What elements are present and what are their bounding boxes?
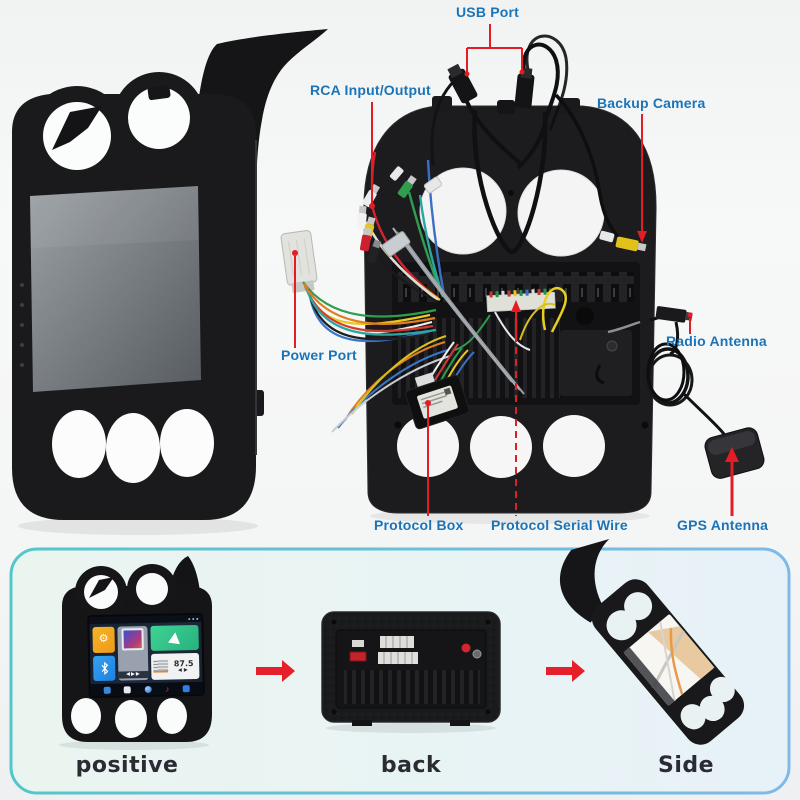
front-fascia-unit [12, 29, 328, 535]
protocol-box [405, 341, 475, 430]
knob-hole-1 [52, 410, 106, 478]
protocol-serial-wire-label: Protocol Serial Wire [491, 517, 628, 533]
mini-dock: ♪ [90, 681, 203, 697]
view-label-back: back [380, 753, 442, 778]
bluetooth-icon [101, 661, 108, 675]
radio-antenna-callout-line [687, 312, 693, 334]
radio-icon [153, 659, 169, 674]
album-art [121, 628, 144, 651]
side-screen-map [623, 614, 715, 707]
serial-wire-pcb [486, 288, 556, 313]
knob-hole-2 [106, 413, 160, 483]
rca-input-output-label: RCA Input/Output [310, 82, 431, 98]
usb-plug-right [514, 67, 535, 109]
rear-frame-unit [363, 96, 657, 524]
blank-screen [30, 186, 201, 392]
protocol-serial-wire-callout-line [511, 300, 521, 516]
arrow-right-icon [256, 660, 295, 682]
arrow-right-icon [546, 660, 585, 682]
power-port-callout-line [292, 250, 298, 348]
radio-tune-controls: ◀▶ [177, 666, 190, 674]
gps-antenna-callout-line [725, 447, 739, 516]
view-back-unit [321, 611, 501, 733]
gear-icon: ⚙ [98, 633, 109, 646]
radio-widget: 87.5 ◀▶ [150, 652, 200, 680]
frame-knob-hole-2 [470, 416, 532, 478]
frame-knob-hole-3 [543, 415, 605, 477]
usb-port-rear [352, 640, 364, 647]
folder-icon [124, 685, 132, 693]
gauge-hole-right [128, 87, 190, 149]
settings-tile: ⚙ [92, 626, 115, 653]
radio-antenna-cable [607, 306, 726, 435]
radio-antenna-label: Radio Antenna [666, 333, 767, 349]
files-icon [103, 686, 111, 694]
backup-camera-label: Backup Camera [597, 95, 706, 111]
antenna-jack [461, 643, 471, 653]
protocol-box-callout-line [425, 400, 431, 516]
view-side-unit [559, 539, 745, 745]
music-note-icon: ♪ [165, 684, 170, 694]
navigation-arrow-icon [168, 631, 182, 644]
views-panel [9, 539, 791, 795]
music-widget: ◀▶▶ [117, 625, 149, 681]
bluetooth-tile [92, 655, 116, 682]
power-port-connector [280, 230, 318, 294]
backup-camera-connector [554, 93, 647, 252]
power-port-label: Power Port [281, 347, 357, 363]
usb-cables [430, 34, 569, 255]
mini-head-unit-screen: ⚙ ◀▶▶ 87.5 ◀▶ ♪ [87, 612, 205, 699]
music-controls: ◀▶▶ [118, 670, 149, 679]
usb-port-callout-line [464, 24, 525, 77]
usb-port-label: USB Port [456, 4, 520, 20]
callout-lines [292, 24, 739, 516]
vent-blade [52, 106, 102, 150]
browser-globe-icon [144, 685, 152, 693]
red-port [349, 651, 367, 662]
knob-hole-3 [160, 409, 214, 477]
backup-camera-callout-line [637, 114, 647, 243]
protocol-box-label: Protocol Box [374, 517, 464, 533]
apps-grid-icon [182, 684, 190, 692]
side-buttons [20, 283, 24, 367]
rca-connectors [356, 166, 443, 264]
usb-plug-left [447, 63, 478, 104]
view-label-positive: positive [75, 753, 179, 778]
rca-callout-line [369, 102, 375, 209]
navigation-tile [150, 624, 199, 651]
view-label-side: Side [657, 753, 715, 778]
gps-antenna-label: GPS Antenna [677, 517, 769, 533]
